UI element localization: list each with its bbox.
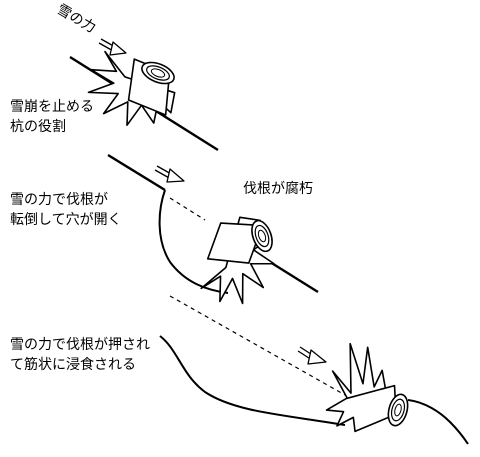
slope-line — [407, 399, 469, 445]
tree-stump-icon — [76, 44, 186, 140]
tree-stump-icon — [194, 207, 288, 316]
arrow-icon — [98, 38, 127, 56]
stage2-decay-label: 伐根が腐朽 — [243, 181, 313, 197]
slope-line — [107, 153, 166, 192]
arrow-icon — [297, 346, 327, 365]
snow-force-label: 雪の力 — [54, 2, 98, 37]
tree-stump-icon — [325, 342, 397, 433]
stage2-caption-line2: 転倒して穴が開く — [10, 212, 122, 228]
stump-rings — [387, 393, 409, 427]
stump-rings — [141, 61, 175, 85]
dashed-ground-line — [169, 295, 346, 396]
erosion-groove — [158, 189, 229, 294]
stage1-caption-line2: 杭の役割 — [10, 119, 66, 135]
arrow-icon — [154, 165, 185, 183]
dashed-ground-line — [169, 197, 206, 221]
stump-rings — [251, 219, 273, 253]
slope-line — [269, 260, 319, 294]
erosion-groove — [159, 335, 346, 426]
stage2-caption-line1: 雪の力で伐根が — [10, 192, 108, 208]
stage3-caption-line1: 雪の力で伐根が押され — [10, 337, 150, 353]
stage3-caption-line2: て筋状に浸食される — [10, 357, 136, 373]
stage1-caption-line1: 雪崩を止める — [10, 99, 94, 115]
